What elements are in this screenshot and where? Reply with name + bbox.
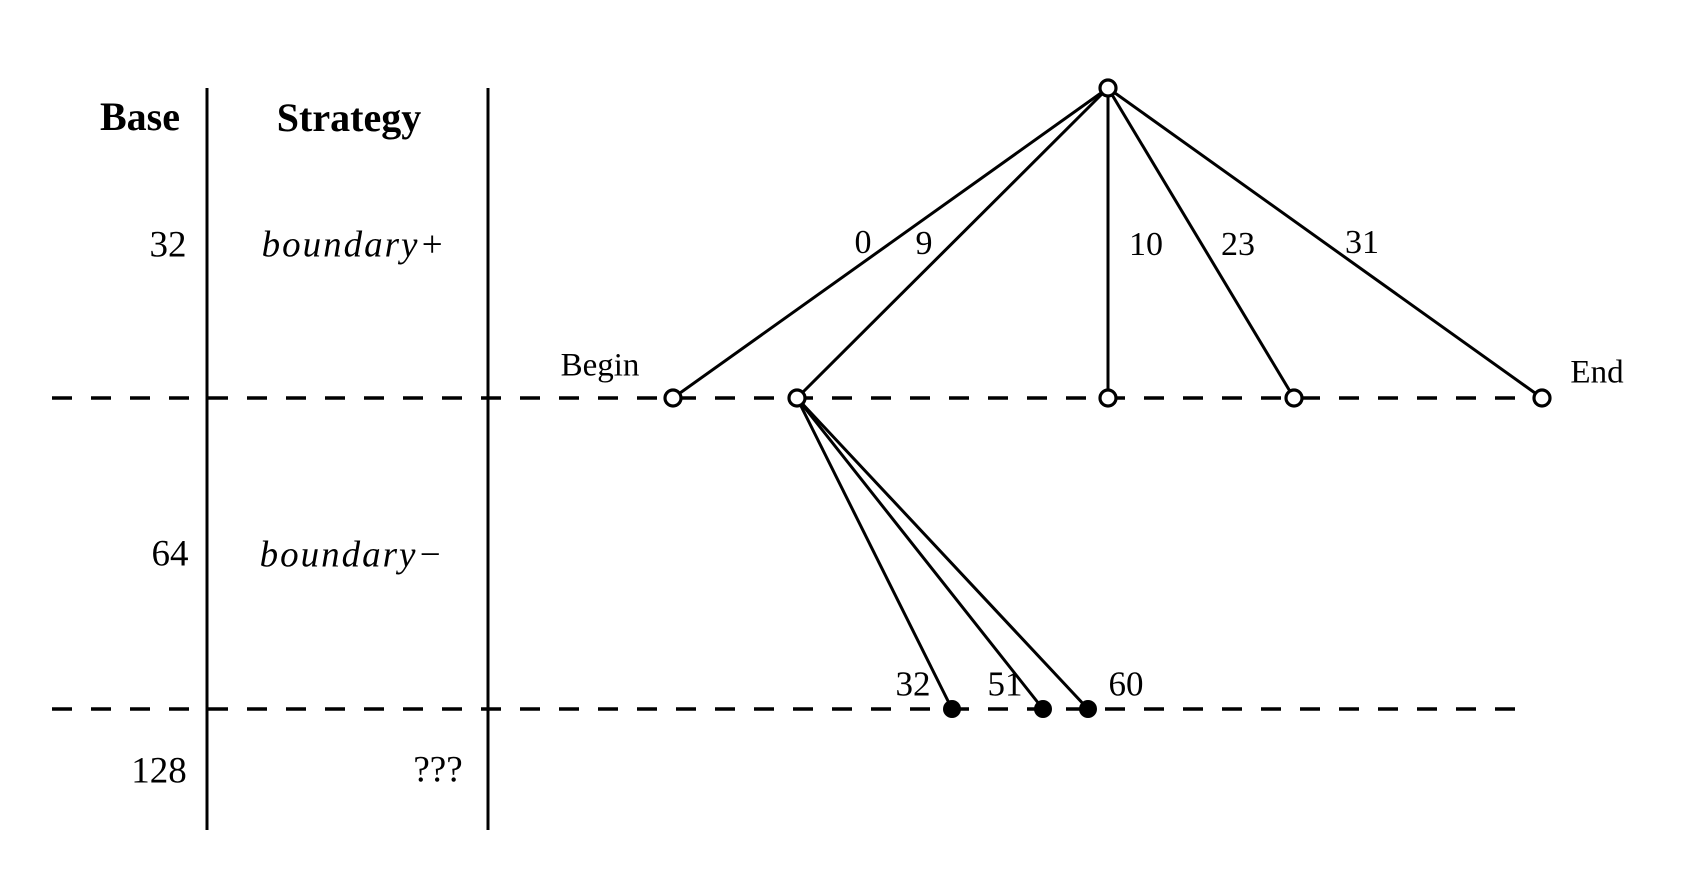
edge-root-fork [795,86,1110,400]
root-node [1098,78,1118,98]
edge-label-23: 23 [1221,226,1255,263]
row-strategy-boundary-plus: boundary+ [261,224,447,266]
edge-label-10: 10 [1129,226,1163,263]
edge-label-60: 60 [1108,664,1144,704]
edge-label-31: 31 [1345,224,1379,261]
row-base-32: 32 [149,224,187,266]
edge-label-0: 0 [854,224,872,261]
edge-fork-51 [795,397,1045,710]
strategy-header: Strategy [276,95,422,140]
begin-node [663,388,683,408]
mid-node [1098,388,1118,408]
row-base-64: 64 [151,533,189,575]
leaf-node-60 [1079,700,1097,718]
row-base-128: 128 [131,750,187,792]
edge-fork-32 [795,397,954,710]
row-strategy-boundary-minus: boundary− [259,534,445,576]
begin-label: Begin [560,347,640,384]
edge-label-32: 32 [895,664,931,704]
end-node [1532,388,1552,408]
edge-root-end [1107,86,1543,400]
edge-root-23 [1106,87,1296,399]
node-23 [1284,388,1304,408]
edge-root-begin [672,86,1109,400]
leaf-node-51 [1034,700,1052,718]
row-strategy-unknown: ??? [413,749,463,791]
base-header: Base [100,94,180,139]
edge-fork-60 [795,396,1090,711]
fork-node [787,388,807,408]
end-label: End [1570,354,1624,391]
edge-label-51: 51 [987,664,1023,704]
edge-label-9: 9 [915,225,933,262]
leaf-node-32 [943,700,961,718]
